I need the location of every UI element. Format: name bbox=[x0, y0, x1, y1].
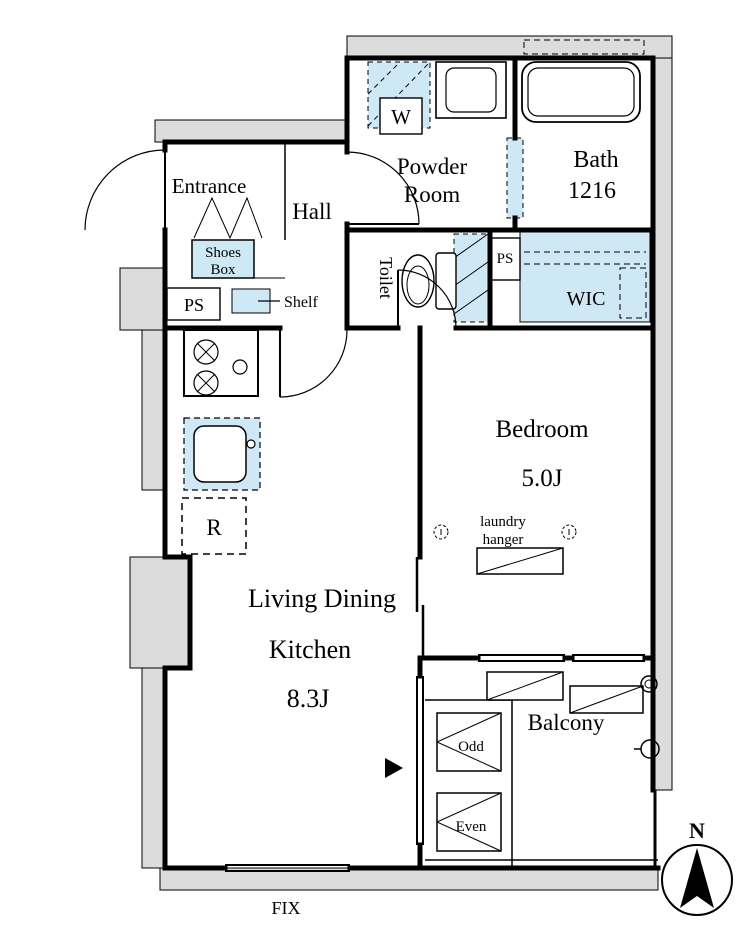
shelf-area bbox=[231, 288, 271, 314]
wic-shelf-dashed bbox=[619, 267, 647, 319]
exterior-left-strip-d bbox=[141, 667, 166, 869]
label-bedroom: Bedroom bbox=[495, 416, 589, 443]
label-wic: WIC bbox=[567, 288, 606, 310]
bathtub-inner bbox=[527, 67, 635, 117]
kitchen-sink-basin bbox=[193, 425, 247, 483]
ldk-balcony-sliding-window bbox=[416, 676, 424, 845]
label-powder-1: Powder bbox=[397, 154, 468, 179]
label-washer: W bbox=[391, 105, 411, 129]
exterior-top-right-band bbox=[346, 35, 673, 59]
ps-right-box bbox=[489, 237, 521, 281]
toilet-tank bbox=[435, 252, 457, 310]
wall-verticals bbox=[162, 55, 656, 871]
shoes-box-area bbox=[191, 239, 255, 279]
label-ps-left: PS bbox=[184, 295, 204, 315]
wall-horizontals bbox=[162, 55, 661, 871]
label-stairs-odd: Odd bbox=[458, 739, 484, 755]
label-compass-north: N bbox=[689, 818, 705, 843]
label-ldk-2: Kitchen bbox=[269, 635, 351, 664]
vanity-basin bbox=[445, 67, 497, 113]
hall-ldk-door-arc bbox=[279, 329, 348, 398]
label-ldk-size: 8.3J bbox=[287, 684, 330, 713]
wic-hanger-pipes bbox=[524, 251, 646, 265]
symbols bbox=[385, 524, 733, 916]
powder-room-door-arc bbox=[346, 151, 420, 225]
balcony-sash-diagonal-a bbox=[486, 671, 564, 701]
washer-box bbox=[379, 97, 423, 135]
fixtures bbox=[166, 61, 641, 555]
label-shoes-1: Shoes bbox=[205, 245, 241, 261]
label-laundry-2: hanger bbox=[483, 532, 524, 548]
doors bbox=[84, 149, 457, 398]
labels: Entrance Hall Powder Room Bath 1216 W Sh… bbox=[172, 105, 705, 918]
water-area-details bbox=[367, 63, 647, 319]
entrance-door-arc bbox=[84, 149, 166, 231]
laundry-hook-right bbox=[561, 524, 577, 540]
laundry-hook-ticks bbox=[440, 529, 570, 535]
toilet-pipe-area bbox=[453, 233, 489, 323]
laundry-hook-left bbox=[433, 524, 449, 540]
entrance-closet-bifold-doors bbox=[193, 196, 263, 240]
label-refrigerator: R bbox=[206, 515, 222, 540]
fix-window bbox=[225, 864, 350, 872]
bath-upper-cabinet-dashed bbox=[523, 39, 645, 55]
balcony-drain-inner bbox=[644, 679, 654, 689]
bedroom-sash-diagonal bbox=[476, 547, 564, 575]
label-shelf: Shelf bbox=[284, 294, 318, 311]
wic-area bbox=[519, 231, 651, 323]
windows bbox=[225, 557, 645, 872]
stairs-odd-chevron bbox=[435, 712, 502, 772]
exterior-top-left-band bbox=[154, 119, 348, 143]
label-bath: Bath bbox=[573, 147, 618, 173]
kitchen-faucet bbox=[246, 439, 256, 449]
balcony-entry-triangle bbox=[385, 758, 403, 778]
balcony-sash-diagonal-b bbox=[569, 685, 644, 714]
label-toilet: Toilet bbox=[376, 257, 396, 299]
label-balcony: Balcony bbox=[528, 710, 605, 735]
toilet-pipe-hatch bbox=[453, 233, 489, 315]
label-entrance: Entrance bbox=[172, 174, 247, 198]
label-bedroom-size: 5.0J bbox=[522, 465, 563, 492]
stairs-even-box bbox=[436, 792, 502, 852]
washer-diagonal-dashes bbox=[367, 63, 429, 127]
exterior-left-block-c bbox=[129, 556, 191, 669]
label-shoes-2: Box bbox=[210, 262, 236, 278]
exterior-left-block-a bbox=[119, 267, 166, 331]
stairs-odd-box bbox=[436, 712, 502, 772]
bedroom-balcony-window-2 bbox=[572, 654, 645, 662]
toilet-door-arc bbox=[397, 269, 457, 329]
label-hall: Hall bbox=[292, 199, 332, 224]
bedroom-balcony-window bbox=[478, 654, 565, 662]
label-powder-2: Room bbox=[404, 182, 460, 207]
bath-door-strip bbox=[506, 137, 524, 219]
label-bath-size: 1216 bbox=[568, 178, 616, 204]
walls bbox=[162, 55, 661, 871]
balcony-drain-outer bbox=[640, 675, 658, 693]
label-ps-right: PS bbox=[497, 251, 514, 267]
label-ldk-1: Living Dining bbox=[248, 584, 396, 613]
exterior-left-strip-b bbox=[141, 329, 166, 491]
bedroom-sliding-door bbox=[415, 557, 425, 658]
label-stairs-even: Even bbox=[456, 819, 487, 835]
stove-burner-cross-marks bbox=[196, 342, 216, 393]
label-fix-window: FIX bbox=[271, 898, 300, 918]
label-laundry-1: laundry bbox=[480, 514, 526, 530]
ps-left-box bbox=[166, 287, 221, 321]
stairs-even-chevron bbox=[435, 792, 502, 852]
stove-burner-small bbox=[232, 359, 248, 375]
compass-needle bbox=[680, 848, 714, 908]
